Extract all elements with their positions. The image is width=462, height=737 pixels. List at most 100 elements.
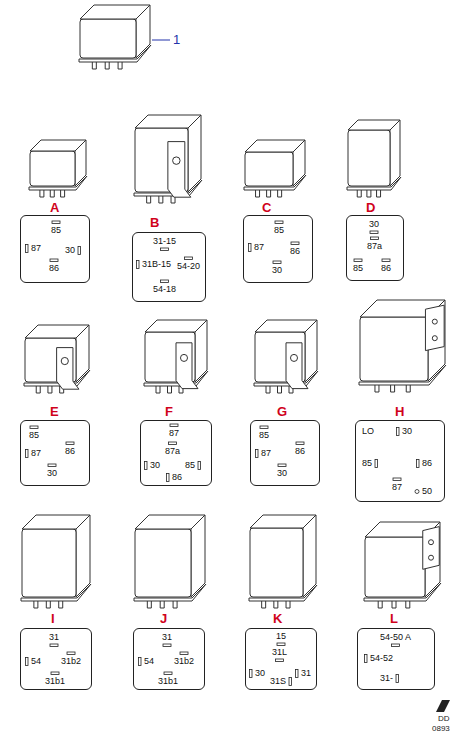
pin-diagram-box: 85878630 [250, 420, 320, 486]
pin-label: 31- [380, 674, 393, 683]
relay-drawing [24, 325, 90, 393]
relay-drawing [254, 320, 318, 393]
variant-letter: K [273, 612, 282, 625]
pin-label: 87a [367, 242, 382, 251]
pin-terminal-mark [167, 474, 170, 482]
callout-number: 1 [173, 33, 180, 46]
pin-terminal-mark [139, 658, 142, 666]
pin-diagram-box: 85873086 [20, 215, 90, 283]
pin-terminal-mark [256, 450, 259, 458]
pin-terminal-mark [161, 248, 169, 251]
pin-label: 87 [169, 429, 179, 438]
pin-terminal-mark [296, 670, 299, 678]
pin-label: 85 [353, 264, 363, 273]
pin-terminal-mark [145, 462, 148, 470]
variant-letter: C [262, 201, 271, 214]
pin-diagram-box: 31-1531B-1554-2054-18 [132, 232, 206, 302]
pin-label: 86 [381, 264, 391, 273]
variant-letter: F [165, 405, 173, 418]
relay-drawing [359, 300, 446, 392]
pin-terminal-mark [277, 643, 285, 646]
pin-terminal-mark [66, 442, 74, 445]
pin-label: 85 [274, 226, 284, 235]
pin-label: 85 [185, 461, 195, 470]
pin-label: 54-50 A [380, 633, 411, 642]
pin-label: 31B-15 [142, 260, 171, 269]
relay-drawing [364, 522, 441, 608]
pin-terminal-mark [415, 490, 419, 494]
variant-letter: H [395, 405, 404, 418]
pin-label: 87a [165, 447, 180, 456]
pin-label: 31 [162, 633, 172, 642]
pin-terminal-mark [250, 670, 253, 678]
pin-label: 54-20 [177, 262, 200, 271]
pin-terminal-mark [67, 652, 75, 655]
variant-letter: L [390, 612, 398, 625]
drawing-code: DD [438, 715, 450, 723]
pin-terminal-mark [185, 257, 193, 260]
pin-diagram-box: 54-50 A 54-52 31- [357, 628, 435, 690]
variant-letter: D [366, 201, 375, 214]
pin-label: 31b1 [158, 677, 178, 686]
pin-terminal-mark [382, 259, 390, 262]
pin-terminal-mark [180, 652, 188, 655]
pin-label: 86 [172, 473, 182, 482]
pin-label: 31 [49, 633, 59, 642]
pin-terminal-mark [137, 261, 140, 269]
variant-letter: E [50, 405, 59, 418]
relay-drawing [134, 115, 202, 203]
pin-terminal-mark [296, 442, 304, 445]
pin-label: LO [362, 427, 374, 436]
pin-terminal-mark [396, 675, 399, 683]
relay-drawing [244, 140, 306, 197]
pin-label: 50 [422, 487, 432, 496]
pin-diagram-box: 8787a308586 [140, 420, 212, 486]
pin-terminal-mark [278, 464, 286, 467]
pin-terminal-mark [52, 221, 60, 224]
pin-terminal-mark [26, 245, 29, 253]
pin-label: 87 [254, 243, 264, 252]
variant-letter: G [277, 405, 287, 418]
variant-letter: A [50, 201, 59, 214]
pin-label: 87 [31, 449, 41, 458]
pin-terminal-mark [375, 460, 378, 468]
pin-terminal-mark [365, 655, 368, 663]
pin-terminal-mark [51, 672, 59, 675]
logo-mark [436, 700, 450, 712]
pin-terminal-mark [163, 644, 171, 647]
pin-label: 86 [65, 447, 75, 456]
pin-label: 54-52 [370, 654, 393, 663]
pin-label: 30 [402, 427, 412, 436]
pin-label: 86 [290, 247, 300, 256]
pin-terminal-mark [392, 644, 400, 647]
pin-label: 87 [261, 449, 271, 458]
pin-label: 85 [51, 226, 61, 235]
leader-line [152, 40, 170, 41]
pin-terminal-mark [30, 426, 38, 429]
pin-diagram-box: 85878630 [20, 420, 90, 486]
pin-terminal-mark [50, 259, 58, 262]
pin-terminal-mark [161, 280, 169, 283]
relay-drawing [144, 320, 208, 393]
pin-label: 31L [272, 648, 287, 657]
pin-label: 85 [259, 431, 269, 440]
relay-drawing [347, 120, 401, 197]
pin-label: 86 [295, 447, 305, 456]
pin-label: 54 [31, 657, 41, 666]
pin-diagram-box: 1531L303131S [245, 628, 317, 690]
pin-terminal-mark [249, 244, 252, 252]
drawing-code: 0893 [432, 725, 450, 733]
pin-terminal-mark [393, 478, 401, 481]
pin-terminal-mark [48, 464, 56, 467]
pin-terminal-mark [275, 221, 283, 224]
pin-label: 31b2 [61, 657, 81, 666]
pin-label: 15 [276, 632, 286, 641]
pin-diagram-box: 315431b231b1 [133, 628, 205, 690]
pin-terminal-mark [78, 247, 81, 255]
pin-terminal-mark [170, 424, 178, 427]
pin-label: 54-18 [153, 285, 176, 294]
pin-label: 30 [47, 469, 57, 478]
relay-drawing [79, 5, 151, 69]
pin-label: 86 [422, 459, 432, 468]
